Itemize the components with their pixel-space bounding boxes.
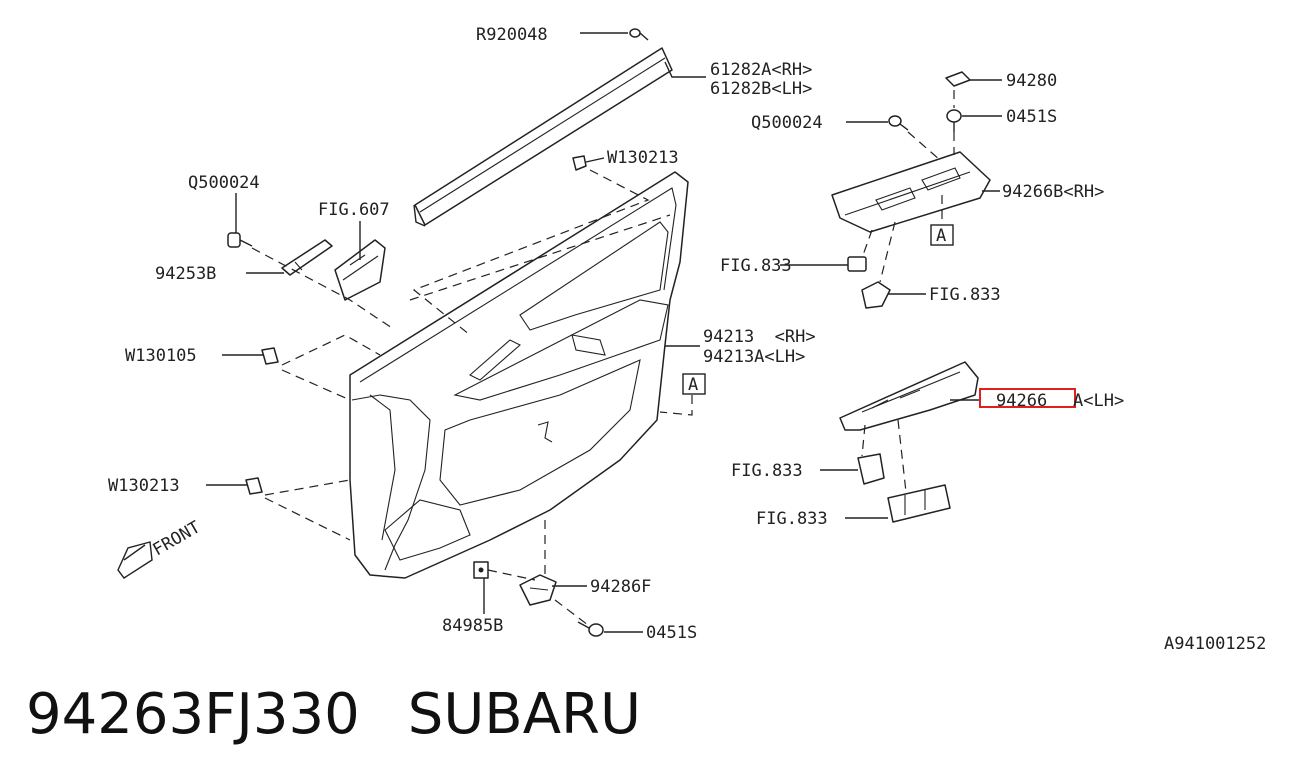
dashed-lines-right-upper — [861, 90, 955, 283]
bracket-94286f — [519, 574, 557, 606]
part-number: 94263FJ330 — [26, 682, 360, 747]
clip-w130105 — [261, 347, 279, 365]
drawing-code: A941001252 — [1164, 634, 1267, 654]
label-fig833-3: FIG.833 — [731, 461, 803, 481]
switch-fig833-2 — [861, 281, 891, 309]
label-fig833-1: FIG.833 — [720, 256, 792, 276]
label-94266b: 94266B<RH> — [1002, 182, 1104, 202]
switch-panel-94266a — [839, 361, 979, 431]
switch-fig833-3 — [857, 453, 885, 485]
highlight-box — [979, 388, 1076, 408]
label-61282b: 61282B<LH> — [710, 79, 812, 99]
bracket-94253b — [281, 239, 333, 276]
label-61282a: 61282A<RH> — [710, 60, 812, 80]
label-w130105: W130105 — [125, 346, 197, 366]
clip-w130213-left — [245, 477, 263, 495]
label-0451s-top: 0451S — [1006, 107, 1057, 127]
screw-q500024-right — [888, 115, 909, 131]
label-94213: 94213 <RH> — [703, 327, 816, 347]
weatherstrip-part — [413, 47, 673, 227]
clip-w130213-top — [572, 155, 587, 171]
label-w130213-left: W130213 — [108, 476, 180, 496]
leader-lines-right-lower — [820, 399, 980, 519]
label-94286f: 94286F — [590, 577, 651, 597]
label-94213a: 94213A<LH> — [703, 347, 805, 367]
label-94253b: 94253B — [155, 264, 216, 284]
ref-box-a-left — [682, 373, 706, 395]
switch-fig833-1 — [847, 256, 867, 272]
clip-r920048 — [629, 28, 649, 41]
screw-0451s-top — [946, 109, 962, 132]
cap-94280 — [945, 71, 971, 87]
label-fig833-2: FIG.833 — [929, 285, 1001, 305]
screw-q500024-left — [227, 232, 253, 248]
label-ref-a-left: A — [688, 375, 698, 395]
label-84985b: 84985B — [442, 616, 503, 636]
screw-0451s-bottom — [577, 621, 604, 637]
door-trim-panel — [349, 171, 689, 579]
leader-lines-right-upper — [780, 79, 1002, 295]
brand-name: SUBARU — [407, 682, 641, 747]
label-94266a-part: 94266 — [996, 391, 1047, 411]
leader-lines-left — [206, 32, 706, 633]
switch-panel-94266b — [831, 151, 991, 233]
label-fig833-4: FIG.833 — [756, 509, 828, 529]
label-w130213-top: W130213 — [607, 148, 679, 168]
bracket-fig607 — [334, 239, 386, 301]
label-94266a-rest: A<LH> — [1073, 391, 1124, 411]
switch-fig833-4 — [887, 484, 951, 523]
label-q500024-right: Q500024 — [751, 113, 823, 133]
label-ref-a-right: A — [936, 226, 946, 246]
label-94280: 94280 — [1006, 71, 1057, 91]
footer: 94263FJ330 SUBARU — [26, 682, 689, 747]
dashed-lines-left — [251, 169, 693, 626]
dashed-lines-right-lower — [861, 419, 907, 493]
ref-box-a-right — [930, 224, 954, 246]
label-0451s-bottom: 0451S — [646, 623, 697, 643]
label-front: FRONT — [150, 517, 204, 560]
label-q500024-left: Q500024 — [188, 173, 260, 193]
nut-84985b — [473, 561, 489, 579]
label-r920048: R920048 — [476, 25, 548, 45]
label-fig607: FIG.607 — [318, 200, 390, 220]
front-arrow-icon — [117, 541, 153, 579]
